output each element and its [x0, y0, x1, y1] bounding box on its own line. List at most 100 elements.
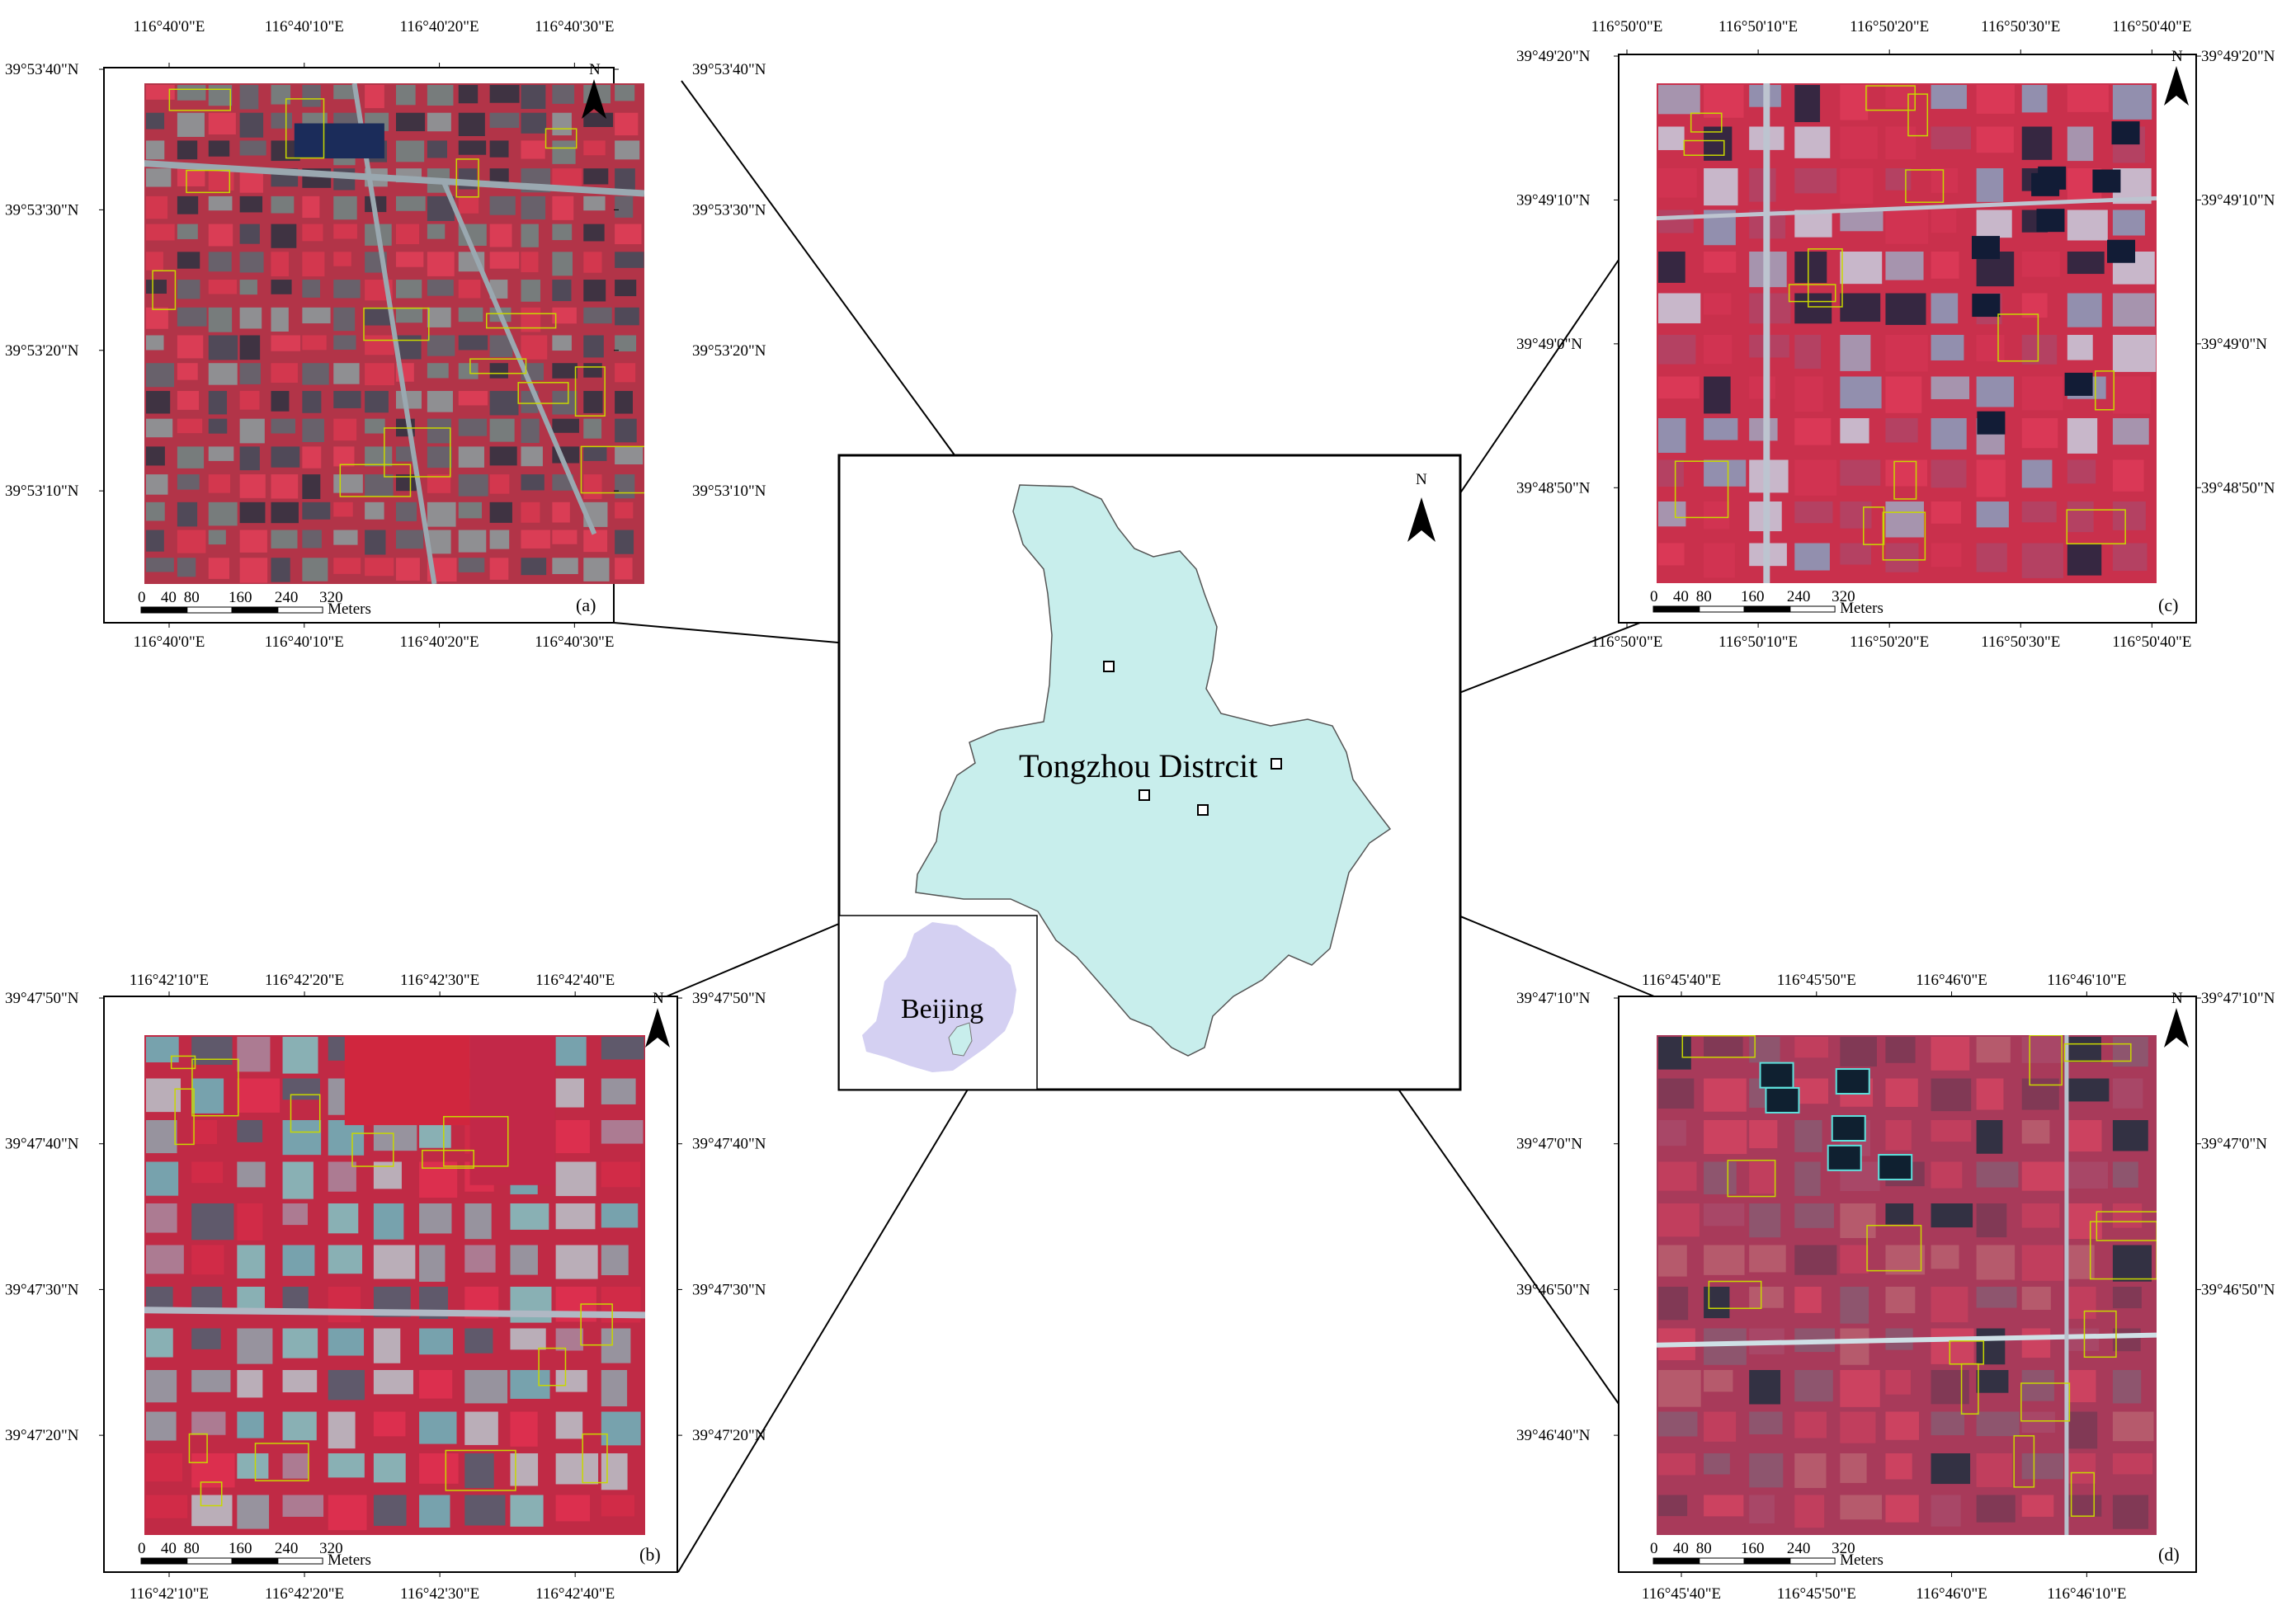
- longitude-tick-label: 116°40'10"E: [265, 18, 344, 35]
- beijing-shape: [862, 922, 1016, 1072]
- latitude-tick-label: 39°49'0"N: [1516, 336, 1582, 353]
- longitude-tick-label: 116°42'10"E: [130, 1585, 209, 1603]
- parcel-outline: [2083, 1310, 2117, 1358]
- parcel-outline: [1997, 313, 2039, 362]
- north-label: N: [589, 61, 601, 78]
- scale-number: 240: [275, 589, 299, 606]
- satellite-imagery: [144, 1035, 645, 1535]
- latitude-tick-label: 39°48'50"N: [2201, 479, 2275, 497]
- parcel-outline: [200, 1481, 223, 1507]
- latitude-tick-label: 39°53'20"N: [692, 342, 766, 360]
- latitude-tick-label: 39°47'20"N: [5, 1427, 79, 1444]
- parcel-outline: [422, 1149, 474, 1169]
- parcel-outline: [1683, 139, 1725, 156]
- parcel-outline: [351, 1132, 394, 1167]
- longitude-tick-label: 116°45'50"E: [1777, 972, 1856, 989]
- parcel-outline: [2066, 509, 2126, 544]
- latitude-tick-label: 39°47'30"N: [692, 1281, 766, 1298]
- longitude-tick-label: 116°42'30"E: [400, 972, 479, 989]
- scale-number: 160: [229, 1540, 252, 1557]
- parcel-outline: [1788, 284, 1836, 303]
- parcel-outline: [1893, 460, 1917, 500]
- longitude-tick-label: 116°50'0"E: [1591, 18, 1663, 35]
- parcel-outline: [1866, 1224, 1922, 1272]
- parcel-outline: [545, 128, 578, 149]
- parcel-outline: [152, 270, 177, 310]
- longitude-tick-label: 116°40'10"E: [265, 633, 344, 651]
- longitude-tick-label: 116°46'0"E: [1916, 1585, 1987, 1603]
- parcel-outline: [2089, 1221, 2157, 1280]
- longitude-tick-label: 116°50'20"E: [1850, 18, 1929, 35]
- longitude-tick-label: 116°50'10"E: [1718, 633, 1798, 651]
- longitude-tick-label: 116°45'40"E: [1642, 1585, 1721, 1603]
- parcel-outline: [517, 382, 569, 404]
- scale-number: 320: [319, 1540, 343, 1557]
- parcel-outline: [580, 445, 644, 494]
- parcel-outline: [574, 366, 606, 417]
- scale-number: 0: [138, 1540, 146, 1557]
- parcel-outline: [2063, 1043, 2132, 1062]
- parcel-outline: [469, 358, 527, 374]
- longitude-tick-label: 116°42'10"E: [130, 972, 209, 989]
- parcel-outline: [1727, 1160, 1776, 1198]
- scale-number: 160: [229, 589, 252, 606]
- latitude-tick-label: 39°53'10"N: [5, 483, 79, 500]
- scale-number: 240: [275, 1540, 299, 1557]
- parcel-outline: [1882, 511, 1926, 561]
- north-arrow-icon: N: [2164, 990, 2189, 1048]
- scale-number: 0: [138, 589, 146, 606]
- panel-letter: (a): [576, 595, 596, 615]
- parcel-outline: [254, 1443, 309, 1481]
- parcel-outline: [486, 313, 557, 329]
- svg-text:N: N: [1416, 471, 1427, 488]
- scale-number: 40: [1673, 1540, 1689, 1557]
- latitude-tick-label: 39°46'40"N: [1516, 1427, 1591, 1444]
- satellite-imagery: [1657, 1035, 2157, 1535]
- north-arrow-icon: N: [645, 990, 670, 1048]
- longitude-tick-label: 116°40'0"E: [134, 633, 205, 651]
- latitude-tick-label: 39°47'10"N: [2201, 990, 2275, 1007]
- longitude-tick-label: 116°50'40"E: [2112, 633, 2191, 651]
- north-arrow-icon: N: [582, 61, 606, 119]
- scale-number: 320: [319, 589, 343, 606]
- longitude-tick-label: 116°42'40"E: [535, 972, 615, 989]
- latitude-tick-label: 39°47'0"N: [1516, 1136, 1582, 1153]
- parcel-outline: [1960, 1363, 1979, 1415]
- latitude-tick-label: 39°47'20"N: [692, 1427, 766, 1444]
- parcel-outline: [191, 1058, 239, 1117]
- latitude-tick-label: 39°49'20"N: [2201, 48, 2275, 65]
- parcel-outline: [1681, 1035, 1756, 1058]
- parcel-outline: [443, 1116, 509, 1167]
- longitude-tick-label: 116°50'30"E: [1981, 633, 2060, 651]
- latitude-tick-label: 39°47'50"N: [692, 990, 766, 1007]
- latitude-tick-label: 39°53'40"N: [692, 61, 766, 78]
- beijing-label: Beijing: [901, 994, 983, 1024]
- longitude-tick-label: 116°50'0"E: [1591, 633, 1663, 651]
- longitude-tick-label: 116°40'0"E: [134, 18, 205, 35]
- scale-unit: Meters: [1840, 600, 1883, 617]
- parcel-outline: [1708, 1280, 1762, 1309]
- longitude-tick-label: 116°46'10"E: [2047, 972, 2126, 989]
- scale-number: 80: [184, 589, 200, 606]
- longitude-tick-label: 116°42'40"E: [535, 1585, 615, 1603]
- parcel-outline: [1865, 85, 1916, 111]
- parcel-outline: [538, 1347, 567, 1387]
- parcel-outline: [186, 169, 231, 194]
- longitude-tick-label: 116°40'30"E: [535, 633, 614, 651]
- parcel-outline: [170, 1055, 196, 1070]
- district-label: Tongzhou Distrcit: [1019, 747, 1257, 784]
- latitude-tick-label: 39°46'50"N: [1516, 1281, 1591, 1298]
- latitude-tick-label: 39°47'40"N: [692, 1136, 766, 1153]
- longitude-tick-label: 116°42'20"E: [265, 972, 344, 989]
- longitude-tick-label: 116°50'40"E: [2112, 18, 2191, 35]
- scale-unit: Meters: [328, 600, 371, 618]
- scale-unit: Meters: [328, 1551, 371, 1569]
- longitude-tick-label: 116°40'20"E: [399, 633, 479, 651]
- scale-number: 40: [161, 589, 177, 606]
- latitude-tick-label: 39°49'20"N: [1516, 48, 1591, 65]
- latitude-tick-label: 39°49'0"N: [2201, 336, 2267, 353]
- parcel-outline: [1905, 169, 1945, 203]
